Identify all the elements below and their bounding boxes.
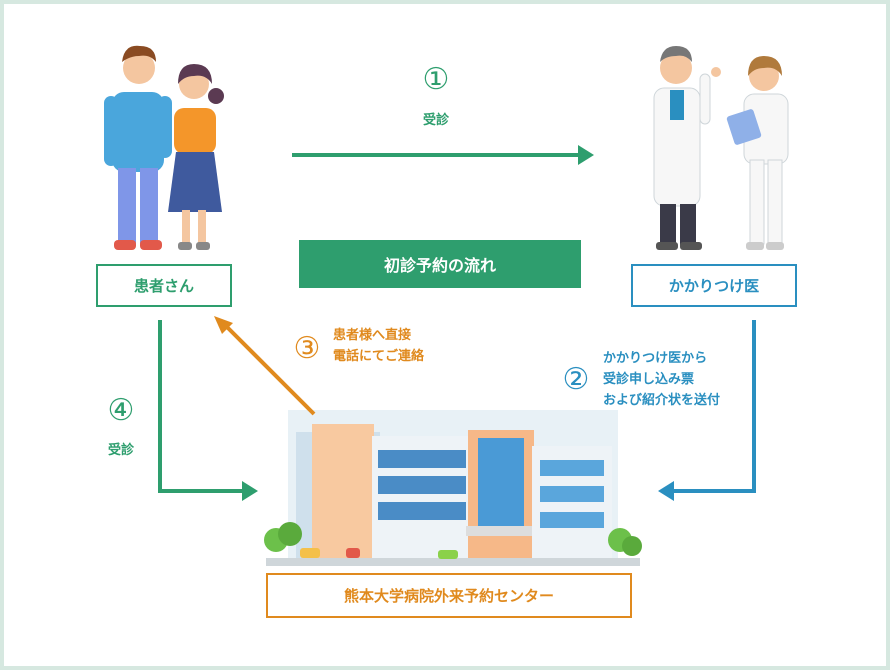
- flow-title: 初診予約の流れ: [299, 240, 581, 288]
- patients-illustration: [104, 45, 224, 250]
- step1-number: ①: [422, 62, 450, 97]
- step2-number: ②: [562, 362, 590, 397]
- step4-number: ④: [107, 393, 135, 428]
- step2-line: かかりつけ医から: [603, 351, 708, 366]
- step2-line: 受診申し込み票: [603, 372, 695, 387]
- step3-text: 患者様へ直接 電話にてご連絡: [333, 325, 493, 367]
- doctor-box: かかりつけ医: [631, 264, 797, 307]
- doctor-nurse-illustration: [653, 46, 789, 250]
- patient-box: 患者さん: [96, 264, 232, 307]
- arrow-step2: [658, 320, 756, 501]
- arrow-step1: [292, 145, 594, 165]
- step1-label: 受診: [422, 113, 449, 128]
- step3-line: 電話にてご連絡: [333, 349, 425, 364]
- step3-number: ③: [293, 331, 321, 366]
- step2-line: および紹介状を送付: [603, 393, 721, 408]
- hospital-illustration: [264, 410, 642, 566]
- reservation-center-box: 熊本大学病院外来予約センター: [266, 573, 632, 618]
- step3-line: 患者様へ直接: [333, 328, 412, 343]
- arrow-step4: [158, 320, 258, 501]
- step4-label: 受診: [107, 443, 134, 458]
- step2-text: かかりつけ医から 受診申し込み票 および紹介状を送付: [603, 348, 773, 411]
- arrow-step3: [214, 316, 316, 416]
